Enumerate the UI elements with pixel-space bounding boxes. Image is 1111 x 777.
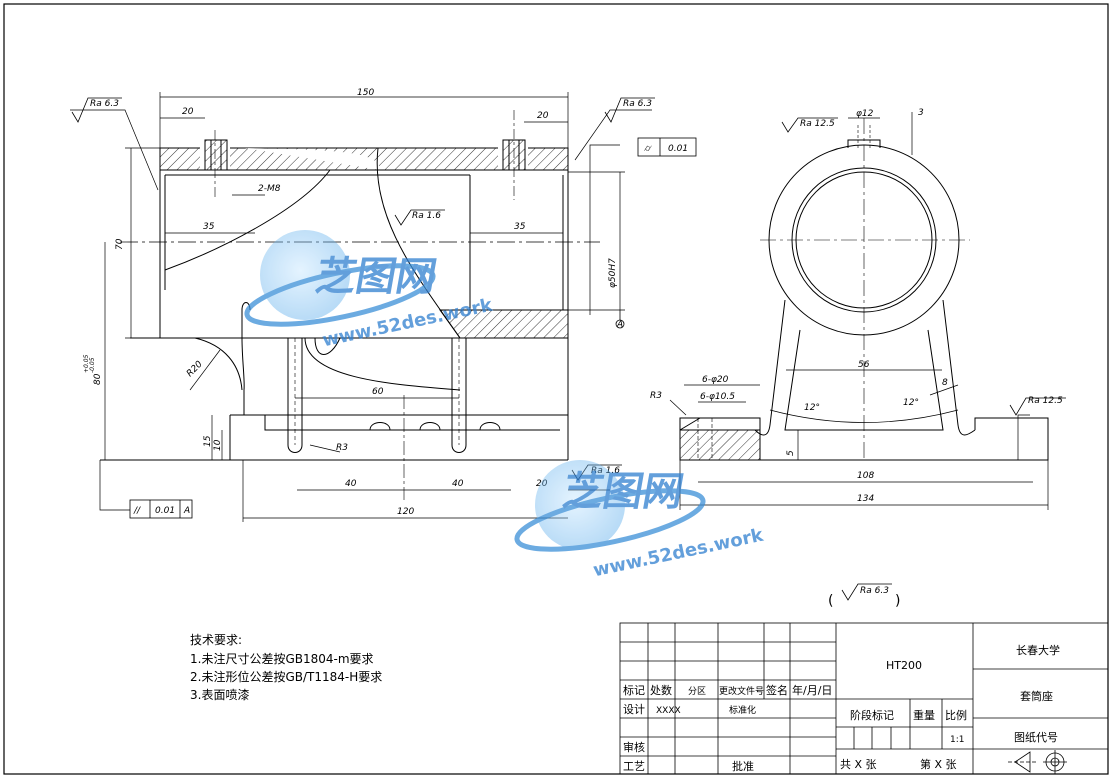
tb-process-label: 工艺 (623, 760, 645, 773)
tb-header-mark: 标记 (623, 683, 645, 697)
dim-center-tol-lower: -0.05 (89, 357, 96, 373)
side-view (679, 118, 1049, 461)
technical-requirements: 技术要求: 1.未注尺寸公差按GB1804-m要求 2.未注形位公差按GB/T1… (190, 633, 382, 702)
side-dim-leg-thickness: 8 (942, 378, 948, 388)
dim-center-tol-upper: +0.05 (83, 354, 90, 373)
tb-approve-label: 批准 (732, 759, 754, 773)
requirement-1: 1.未注尺寸公差按GB1804-m要求 (190, 651, 374, 666)
tb-sheets-total: 共 X 张 (840, 758, 877, 771)
roughness-symbol-bore (394, 209, 445, 226)
projection-symbol-icon (1008, 750, 1067, 774)
tb-drawing-code-label: 图纸代号 (1014, 731, 1058, 744)
tb-material: HT200 (886, 659, 922, 672)
dim-base-15: 15 (203, 435, 213, 447)
requirement-3: 3.表面喷漆 (190, 688, 249, 702)
front-view (100, 110, 600, 500)
side-foot-section (679, 429, 761, 461)
tb-sheet-no: 第 X 张 (920, 757, 957, 771)
side-dim-hole: 6-φ10.5 (700, 392, 735, 402)
tol-top-symbol: ⌭ (644, 144, 652, 154)
requirements-title: 技术要求: (190, 633, 242, 647)
side-dim-angle-left: 12° (804, 403, 820, 413)
tolerance-frame-bottom: // 0.01 A (129, 499, 193, 519)
watermark-2: 芝图网 www.52des.work (514, 460, 766, 582)
dim-slot-spacing: 60 (372, 387, 384, 397)
side-dim-counterbore: 6-φ20 (702, 375, 729, 385)
roughness-symbol-top-left (71, 97, 122, 123)
dim-thread: 2-M8 (258, 184, 281, 194)
tb-scale-value: 1:1 (950, 735, 964, 745)
title-block (619, 622, 1109, 775)
tb-school: 长春大学 (1016, 643, 1060, 657)
ra-bore: Ra 1.6 (412, 211, 441, 221)
general-roughness-paren-left: ( (828, 593, 833, 609)
tb-stage-label: 阶段标记 (850, 708, 894, 722)
general-roughness-paren-right: ) (895, 593, 900, 609)
tol-bottom-datum: A (183, 506, 190, 516)
tb-design-label: 设计 (623, 703, 645, 716)
tol-bottom-symbol: // (133, 506, 141, 516)
left-boss (204, 139, 228, 171)
roughness-symbol-general (841, 583, 892, 601)
watermark-brand-1: 芝图网 (312, 253, 440, 300)
side-dim-radius: R3 (650, 391, 662, 401)
tb-header-signature: 签名 (766, 683, 788, 697)
tb-part-name: 套筒座 (1020, 689, 1053, 703)
requirement-2: 2.未注形位公差按GB/T1184-H要求 (190, 669, 382, 684)
ra-top-left: Ra 6.3 (90, 99, 119, 109)
tb-header-change-doc: 更改文件号 (719, 685, 764, 697)
roughness-symbol-side-right (1009, 397, 1066, 416)
tb-header-zone: 分区 (688, 686, 706, 697)
tb-header-count: 处数 (650, 684, 672, 697)
tol-bottom-value: 0.01 (155, 506, 175, 516)
dim-total-length: 150 (357, 88, 374, 98)
dim-base-10: 10 (213, 439, 223, 451)
dim-hole-40-b: 40 (452, 479, 464, 489)
dim-radius-3-front: R3 (336, 443, 348, 453)
tolerance-frame-top: ⌭ 0.01 (637, 137, 697, 157)
dim-right-bore-depth: 35 (514, 222, 526, 232)
tb-review-label: 审核 (623, 740, 645, 754)
sheet-border (3, 3, 1109, 775)
dim-center-height: 80 (93, 373, 103, 385)
dim-radius-20: R20 (185, 359, 205, 379)
dim-hole-40-a: 40 (345, 479, 357, 489)
ra-side-top: Ra 12.5 (800, 119, 835, 129)
dim-left-boss: 20 (182, 107, 194, 117)
roughness-symbol-top-right (604, 97, 655, 123)
side-dim-hole-spacing: 108 (857, 471, 874, 481)
tb-scale-label: 比例 (945, 708, 967, 722)
watermark-brand-2: 芝图网 (559, 468, 687, 515)
side-dim-base-height: 5 (786, 450, 796, 456)
side-dim-angle-right: 12° (903, 398, 919, 408)
tb-design-value: XXXX (656, 706, 681, 716)
tol-top-value: 0.01 (668, 144, 688, 154)
datum-a-marker: A (615, 310, 625, 330)
ra-general: Ra 6.3 (860, 586, 889, 596)
side-dimensions (669, 112, 1049, 510)
dim-base-length: 120 (397, 507, 414, 517)
dim-height-70: 70 (115, 238, 125, 250)
dim-right-boss: 20 (537, 111, 549, 121)
ra-side-right: Ra 12.5 (1028, 396, 1063, 406)
tb-standard-label: 标准化 (729, 704, 756, 716)
tb-weight-label: 重量 (913, 708, 935, 722)
side-dim-leg-spacing: 56 (858, 360, 870, 370)
dim-bore-dia: φ50H7 (608, 258, 618, 288)
watermark-url-2: www.52des.work (591, 525, 766, 582)
side-dim-top-hole: φ12 (856, 109, 874, 119)
watermark-globe-icon (260, 230, 350, 320)
roughness-symbol-side-top (781, 117, 838, 133)
ra-top-right: Ra 6.3 (623, 99, 652, 109)
tb-header-date: 年/月/日 (792, 683, 832, 697)
front-dimensions (70, 92, 652, 522)
dim-left-bore-depth: 35 (203, 222, 215, 232)
datum-label: A (616, 320, 623, 330)
side-dim-base-width: 134 (857, 494, 874, 504)
side-dim-top-offset: 3 (918, 108, 924, 118)
